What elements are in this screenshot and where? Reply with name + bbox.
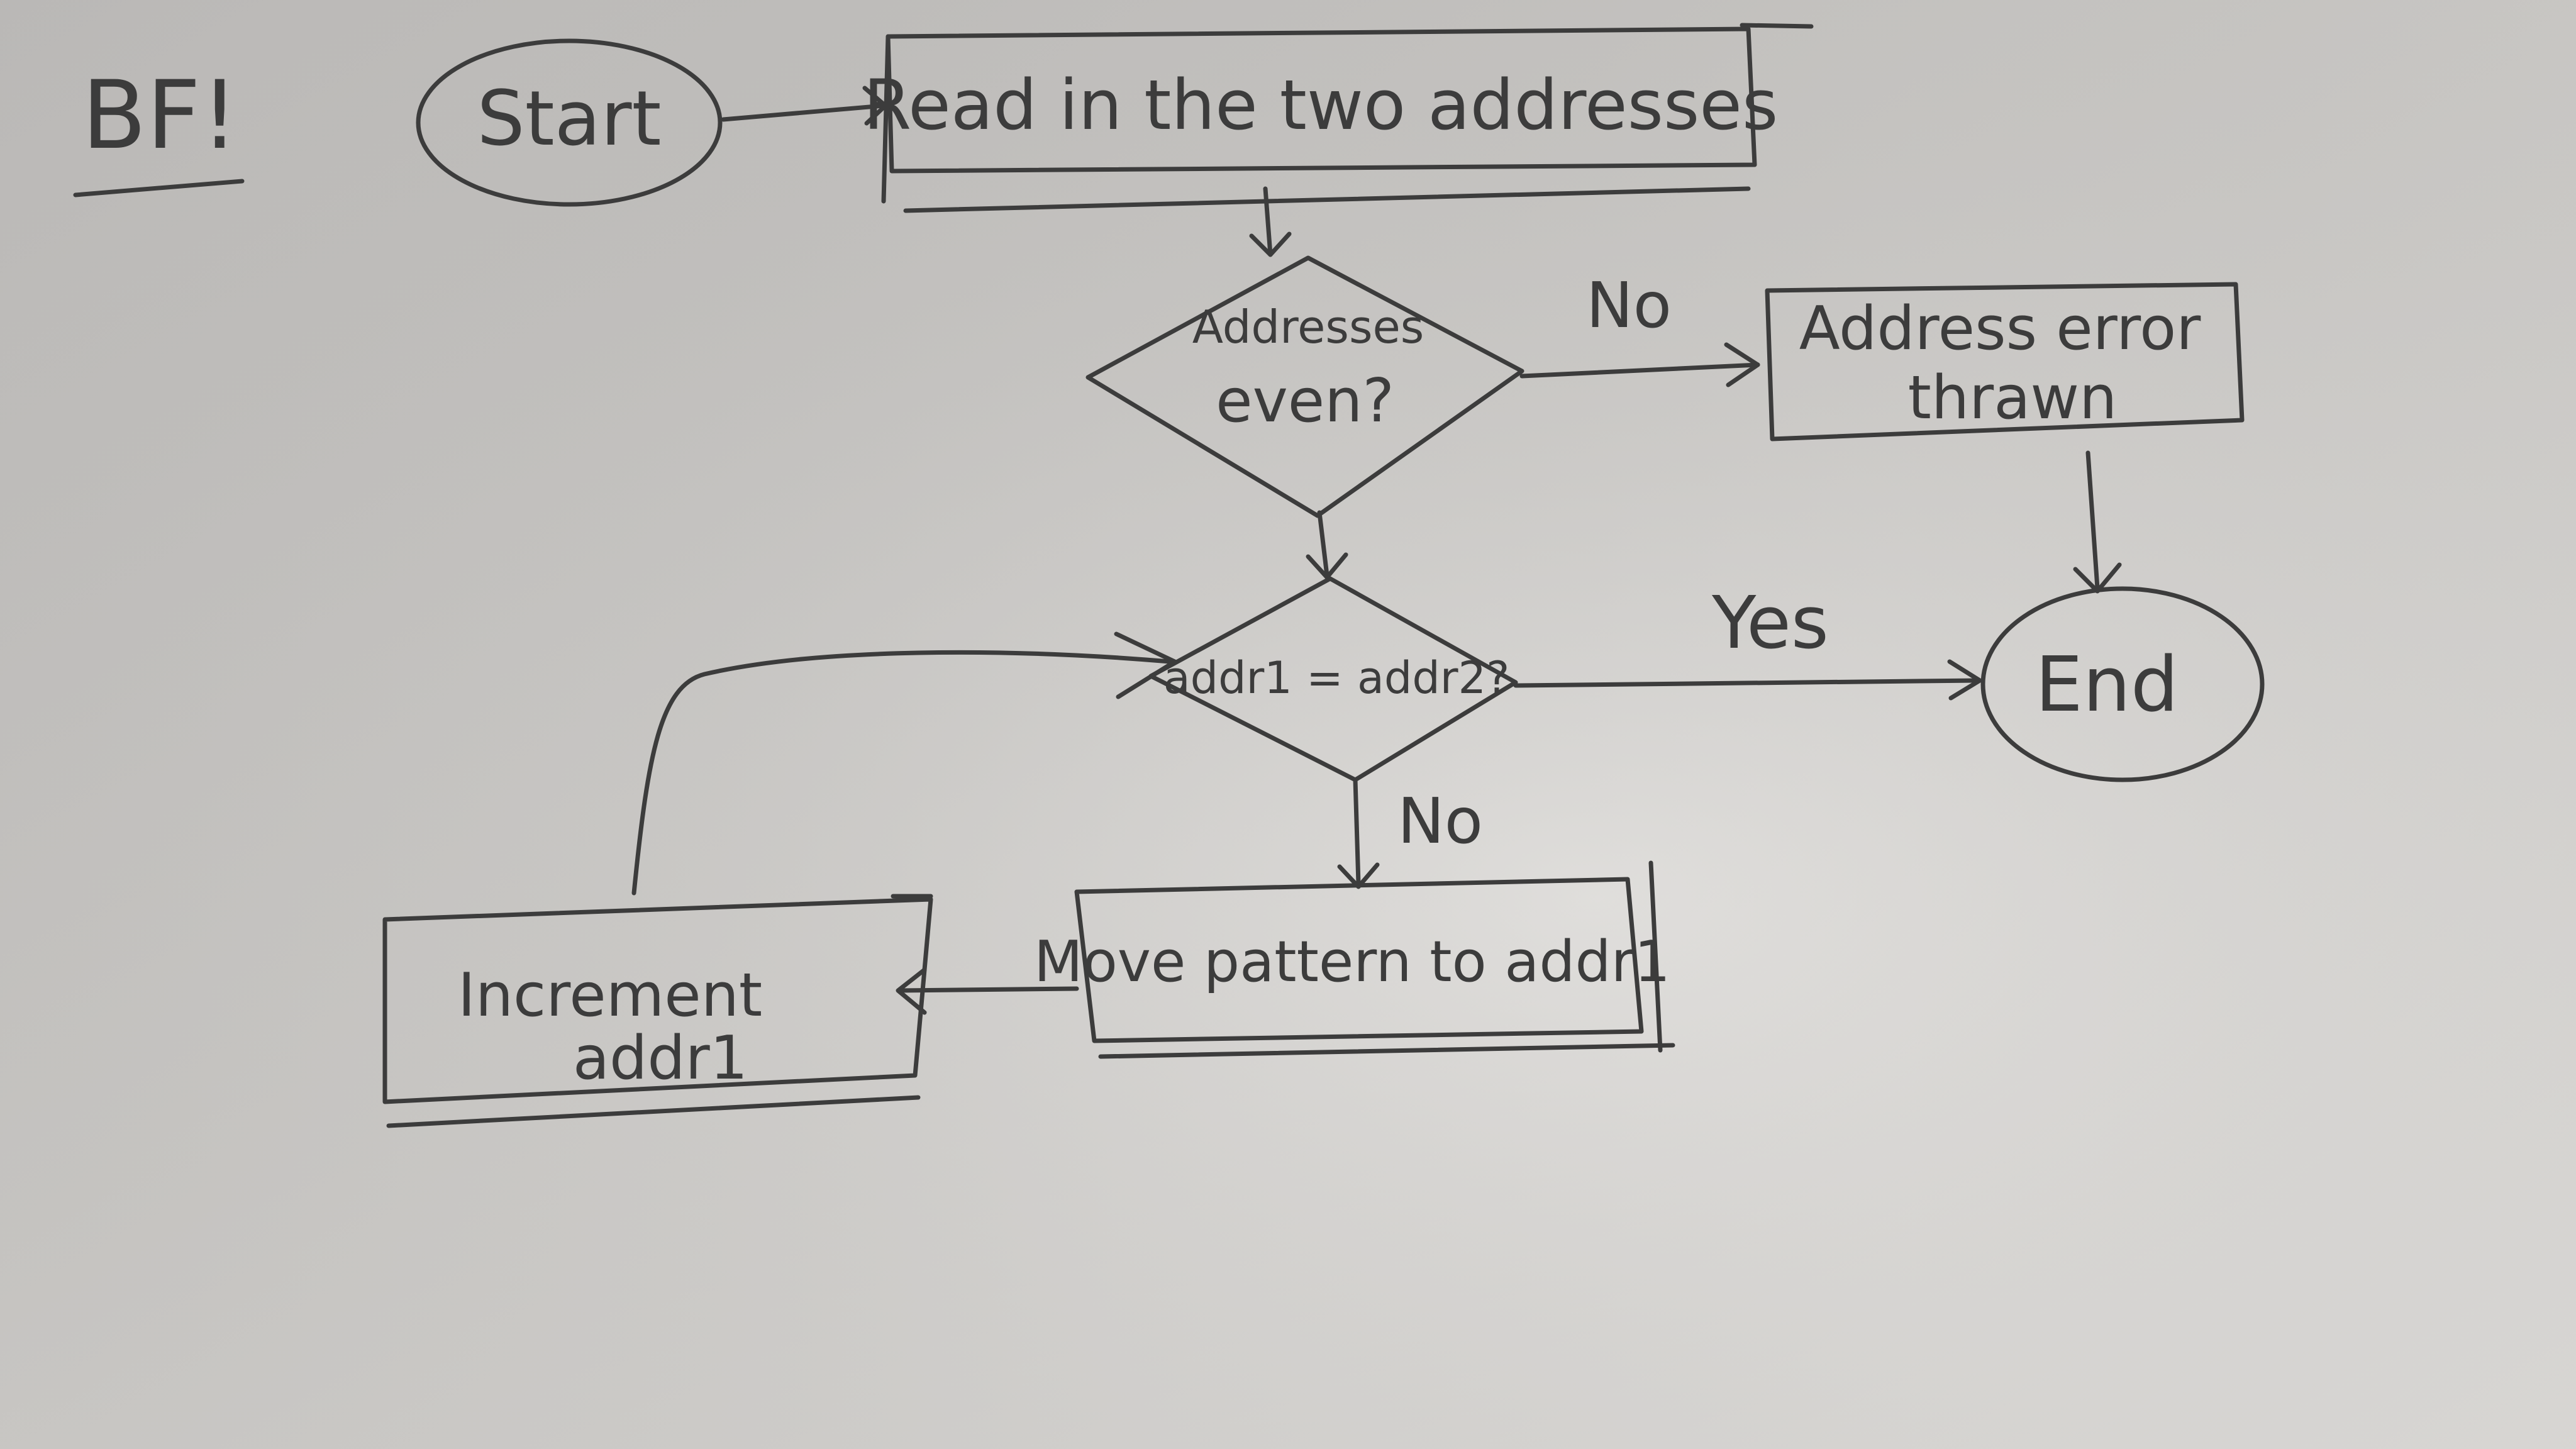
increment-box [382, 897, 933, 1104]
arrow-error-to-end [2085, 450, 2100, 591]
heading: BF! [82, 61, 238, 170]
start-terminal [416, 38, 723, 207]
even-label-line1: Addresses [1192, 301, 1424, 353]
arrow-compare-to-move [1353, 777, 1361, 886]
addresses-even-decision [1085, 255, 1524, 518]
arrow-compare-to-end [1513, 678, 1980, 688]
arrow-read-to-even [1263, 186, 1273, 257]
heading-underline [73, 179, 245, 197]
compare-no-label: No [1397, 784, 1483, 858]
compare-yes-label: Yes [1711, 581, 1829, 665]
arrow-even-to-compare [1317, 510, 1330, 578]
move-pattern-box [1074, 877, 1644, 1043]
error-label-line2: thrawn [1908, 364, 2118, 433]
arrow-start-to-read [721, 103, 886, 122]
end-label: End [2035, 641, 2179, 729]
compare-label: addr1 = addr2? [1163, 652, 1509, 704]
arrow-move-to-increment [897, 986, 1079, 993]
start-label: Start [477, 75, 661, 163]
read-label: Read in the two addresses [863, 65, 1779, 145]
even-label-line2: even? [1216, 367, 1394, 436]
error-label-line1: Address error [1799, 294, 2201, 364]
read-box [886, 26, 1757, 174]
arrow-increment-to-compare [631, 650, 1172, 896]
address-error-box [1765, 282, 2245, 441]
end-terminal [1980, 586, 2265, 782]
arrow-even-to-error [1519, 362, 1760, 379]
increment-label-line2: addr1 [573, 1024, 748, 1093]
move-label: Move pattern to addr1 [1034, 929, 1670, 995]
increment-label-line1: Increment [458, 961, 762, 1030]
even-no-label: No [1586, 269, 1672, 342]
